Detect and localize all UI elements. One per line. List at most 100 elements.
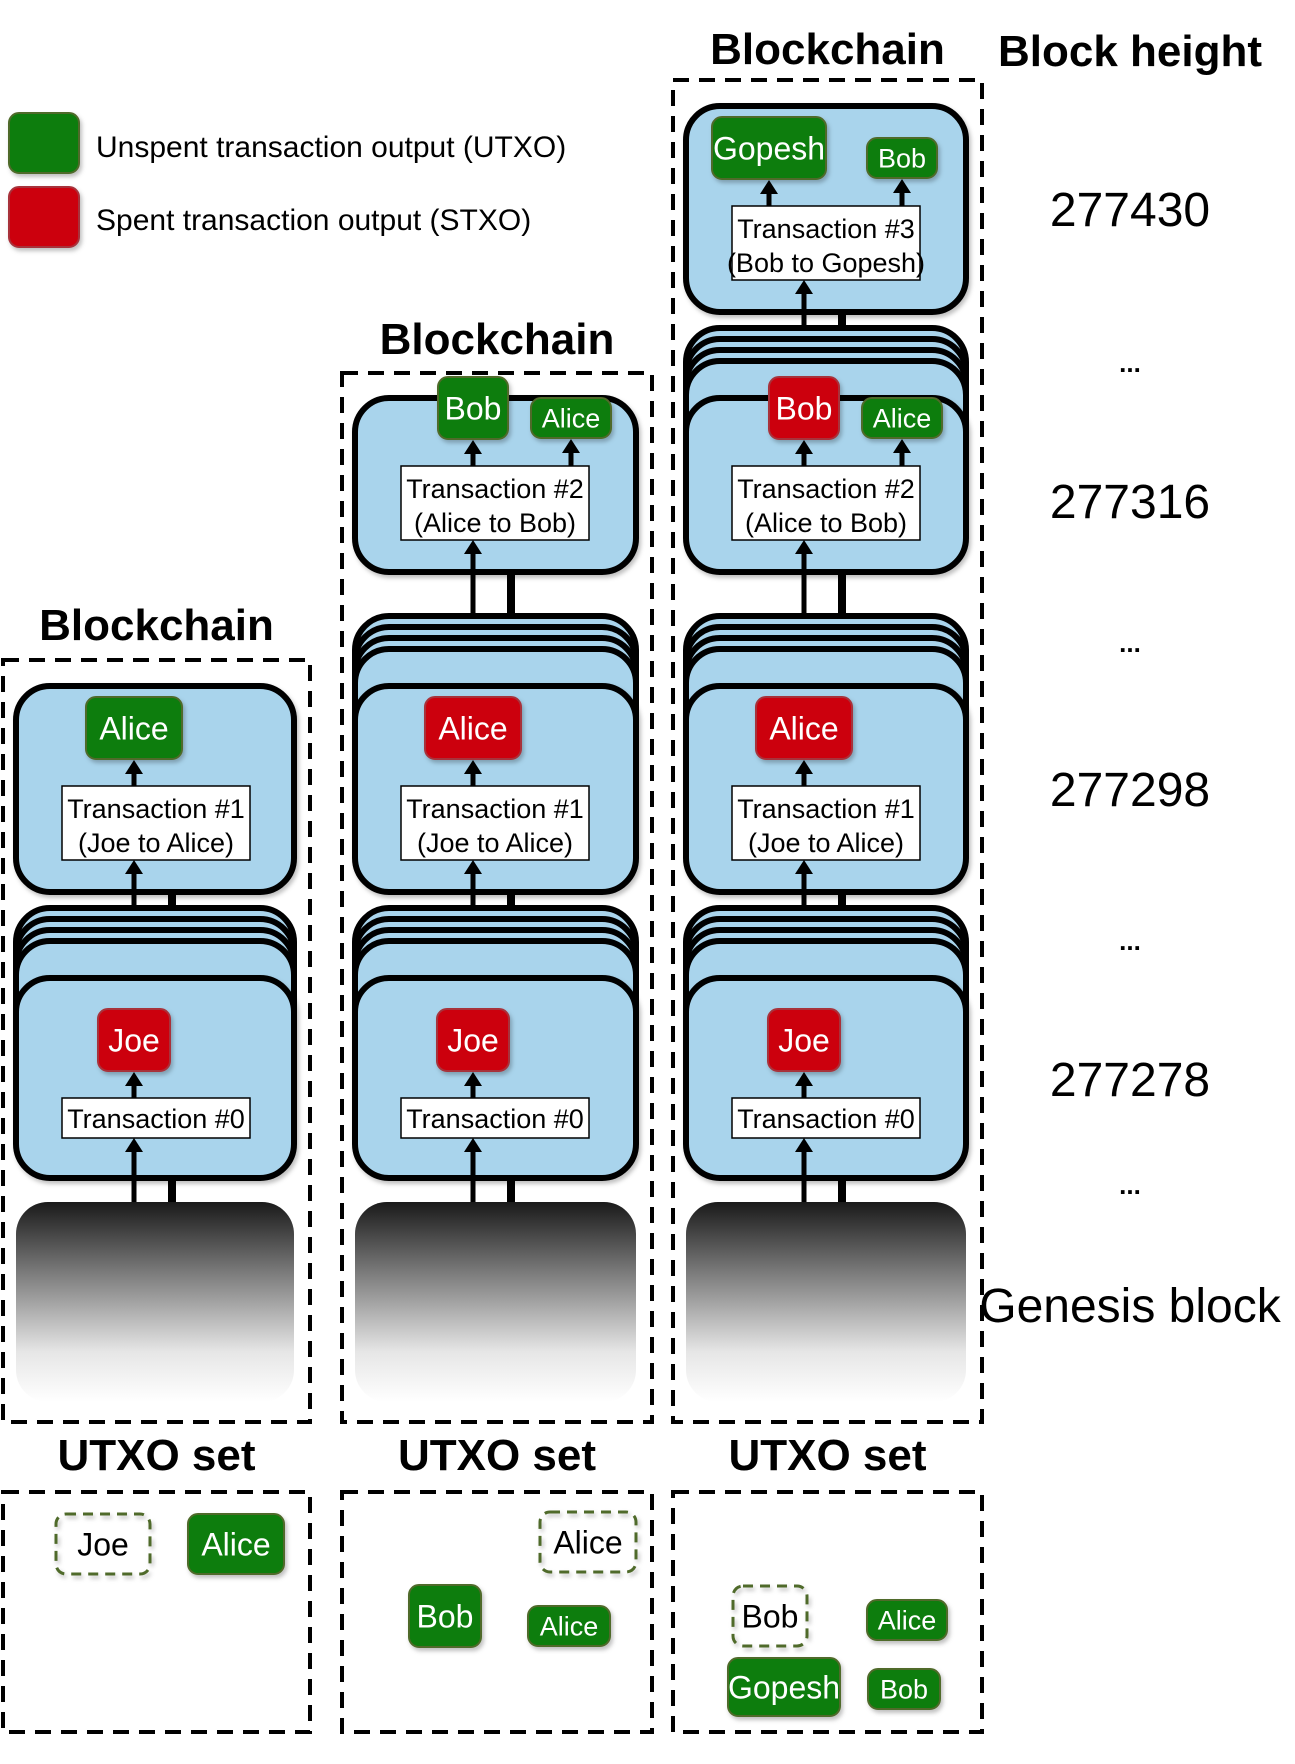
transaction-box (400, 465, 590, 541)
stxo-output-box (767, 1008, 841, 1072)
output-owner-label: Bob (742, 1599, 799, 1635)
arrowhead-icon (464, 1072, 482, 1086)
tx-output-bob-removed: Bob (731, 1584, 809, 1648)
output-owner-label: Bob (880, 1675, 928, 1705)
transaction-box (731, 1097, 921, 1139)
transaction-box (731, 205, 921, 281)
block: Transaction #0 Joe (13, 905, 297, 1202)
block-height-gap: ... (1119, 1170, 1141, 1200)
output-owner-label: Alice (542, 404, 601, 434)
stxo-swatch (8, 186, 80, 248)
utxo-output-box (437, 376, 509, 440)
legend-label-stxo: Spent transaction output (STXO) (96, 204, 531, 237)
utxo-set-frame (340, 1490, 654, 1734)
utxo-output-box (187, 1513, 285, 1575)
transaction-title: Transaction #3 (737, 214, 915, 244)
utxo-output-box (408, 1584, 482, 1648)
output-owner-label: Bob (445, 391, 502, 427)
transaction-parties: (Bob to Gopesh) (727, 248, 925, 278)
removed-output-box (538, 1510, 638, 1574)
block: Transaction #1(Joe to Alice)Alice (683, 613, 969, 1048)
output-owner-label: Gopesh (728, 1670, 840, 1706)
transaction-title: Transaction #0 (737, 1104, 915, 1134)
transaction-title: Transaction #2 (406, 474, 584, 504)
transaction-title: Transaction #0 (406, 1104, 584, 1134)
block: Transaction #0 Joe (683, 905, 969, 1202)
output-owner-label: Bob (417, 1599, 474, 1635)
arrowhead-icon (125, 1138, 143, 1152)
tx-output-gopesh: Gopesh (711, 116, 827, 180)
transaction-box (731, 785, 921, 861)
transaction-parties: (Alice to Bob) (414, 508, 576, 538)
arrowhead-icon (125, 860, 143, 874)
utxo-output-box (727, 1657, 841, 1717)
block-height-title: Block height (998, 27, 1262, 76)
transaction-box (400, 785, 590, 861)
arrowhead-icon (795, 540, 813, 554)
tx-output-alice: Alice (85, 696, 183, 760)
arrowhead-icon (795, 860, 813, 874)
utxo-output-box (867, 1668, 941, 1710)
block-height-column: Block height 277430 ... 277316 ... 27729… (979, 27, 1281, 1333)
genesis-block-label: Genesis block (979, 1280, 1281, 1333)
utxo-set-title: UTXO set (398, 1431, 596, 1480)
blockchain-title: Blockchain (710, 25, 945, 74)
arrowhead-icon (795, 1138, 813, 1152)
utxo-swatch (8, 112, 80, 174)
blockchain-frame (340, 371, 654, 1424)
output-owner-label: Alice (201, 1527, 270, 1563)
arrowhead-icon (795, 440, 813, 454)
transaction-parties: (Joe to Alice) (748, 828, 904, 858)
block-height-gap: ... (1119, 348, 1141, 378)
arrowhead-icon (464, 440, 482, 454)
transaction-title: Transaction #1 (67, 794, 245, 824)
output-owner-label: Joe (108, 1023, 160, 1059)
tx-output-bob-utxo: Bob (867, 1668, 941, 1710)
output-owner-label: Alice (99, 711, 168, 747)
legend-item-utxo: Unspent transaction output (UTXO) (8, 112, 566, 174)
utxo-output-box (527, 1605, 611, 1647)
block-height-277278: 277278 (1050, 1054, 1210, 1107)
stxo-output-box (97, 1008, 171, 1072)
arrowhead-icon (893, 439, 911, 453)
tx-output-alice-utxo: Alice (187, 1513, 285, 1575)
stxo-output-box (768, 376, 840, 440)
stxo-output-box (424, 696, 522, 760)
tx-output-alice: Alice (530, 397, 612, 439)
output-owner-label: Alice (873, 404, 932, 434)
transaction-box (61, 1097, 251, 1139)
arrowhead-icon (464, 1138, 482, 1152)
tx-output-alice-utxo: Alice (866, 1599, 948, 1641)
genesis-block (16, 1202, 294, 1402)
tx-output-joe: Joe (436, 1008, 510, 1072)
blockchain-frame (671, 78, 984, 1424)
tx-output-bob: Bob (866, 137, 938, 179)
arrowhead-icon (795, 280, 813, 294)
output-owner-label: Bob (776, 391, 833, 427)
arrowhead-icon (125, 760, 143, 774)
tx-output-joe: Joe (767, 1008, 841, 1072)
utxo-set-title: UTXO set (728, 1431, 926, 1480)
removed-output-box (731, 1584, 809, 1648)
output-owner-label: Alice (769, 711, 838, 747)
arrowhead-icon (125, 1072, 143, 1086)
transaction-title: Transaction #0 (67, 1104, 245, 1134)
legend-label-utxo: Unspent transaction output (UTXO) (96, 131, 566, 164)
utxo-set-title: UTXO set (57, 1431, 255, 1480)
transaction-parties: (Joe to Alice) (417, 828, 573, 858)
genesis-block (686, 1202, 966, 1402)
blockchain-title: Blockchain (39, 601, 274, 650)
tx-output-bob-utxo: Bob (408, 1584, 482, 1648)
arrowhead-icon (795, 760, 813, 774)
tx-output-alice: Alice (861, 397, 943, 439)
utxo-output-box (866, 137, 938, 179)
block-height-gap: ... (1119, 926, 1141, 956)
